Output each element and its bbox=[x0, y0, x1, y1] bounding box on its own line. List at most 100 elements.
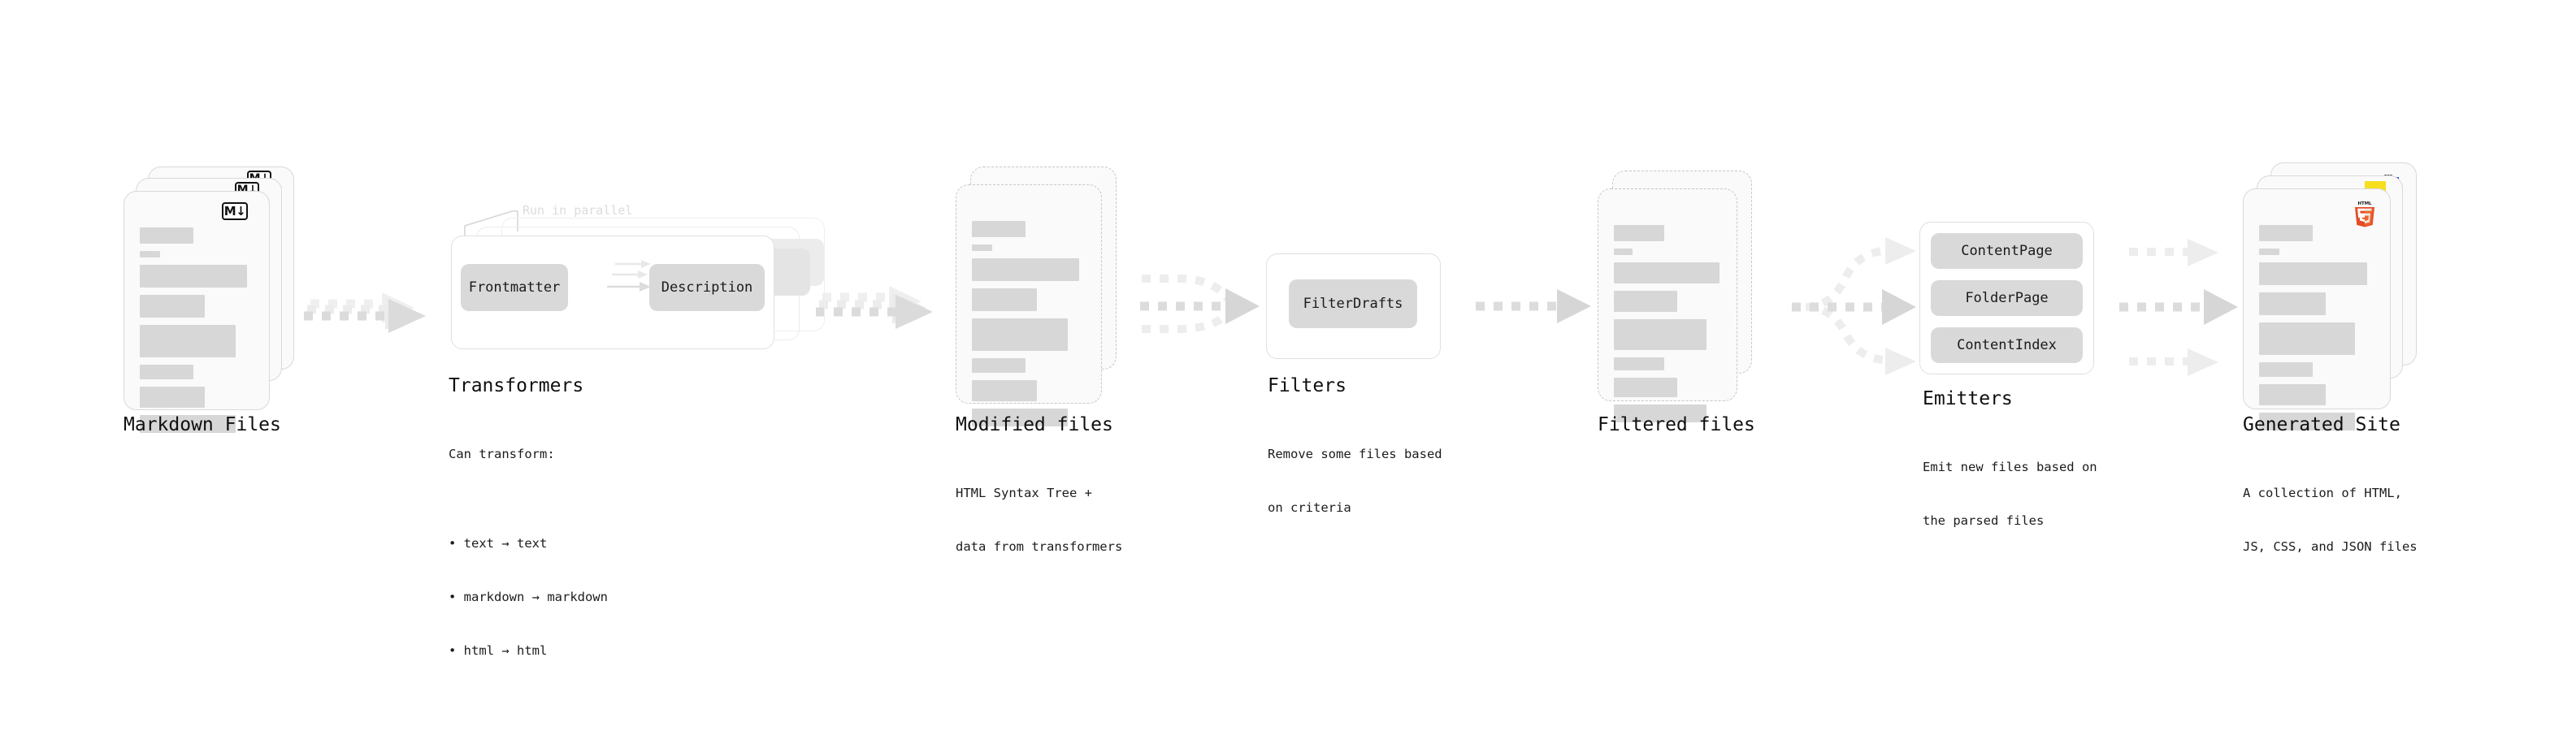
generated-site-caption-line: JS, CSS, and JSON files bbox=[2243, 539, 2418, 554]
conn-transformers-to-modified bbox=[816, 286, 933, 329]
markdown-badge-front: M↓ bbox=[222, 202, 248, 220]
placeholder-bar bbox=[140, 365, 193, 379]
filters-pill-filterdrafts-label: FilterDrafts bbox=[1303, 296, 1403, 312]
conn-filters-to-filtered bbox=[1476, 289, 1591, 323]
modified-doc-placeholder-lines bbox=[972, 221, 1086, 434]
run-in-parallel-label: Run in parallel bbox=[523, 203, 633, 218]
filters-caption-line: on criteria bbox=[1268, 500, 1351, 515]
placeholder-bar bbox=[140, 295, 205, 318]
placeholder-bar bbox=[972, 358, 1026, 373]
modified-files-caption: HTML Syntax Tree + data from transformer… bbox=[956, 448, 1122, 591]
placeholder-bar bbox=[1614, 378, 1677, 397]
html5-logo-icon: HTML bbox=[2355, 201, 2374, 227]
filtered-doc-placeholder-lines bbox=[1614, 225, 1721, 430]
placeholder-bar bbox=[2259, 292, 2326, 315]
placeholder-bar bbox=[972, 221, 1026, 237]
modified-doc-front bbox=[956, 184, 1102, 426]
placeholder-bar bbox=[1614, 262, 1720, 283]
placeholder-bar bbox=[2259, 362, 2313, 377]
transformers-caption-item: text → text bbox=[449, 534, 608, 552]
stage-emitters: ContentPage FolderPage ContentIndex bbox=[1919, 222, 2094, 374]
stage-filtered-files bbox=[1598, 171, 1760, 422]
stage-transformers: Run in parallel Frontmatter bbox=[443, 195, 825, 357]
filtered-doc-front bbox=[1598, 188, 1737, 422]
conn-emitters-to-site bbox=[2119, 239, 2238, 376]
filters-caption-line: Remove some files based bbox=[1268, 447, 1442, 461]
html5-badge: HTML bbox=[2353, 199, 2377, 227]
conn-md-to-transformers bbox=[304, 292, 426, 333]
emitters-pill-contentpage[interactable]: ContentPage bbox=[1931, 233, 2083, 269]
placeholder-bar bbox=[972, 244, 992, 251]
markdown-doc-placeholder-lines bbox=[140, 227, 254, 440]
placeholder-bar bbox=[2259, 262, 2367, 285]
placeholder-bar bbox=[2259, 413, 2355, 430]
transformers-pill-frontmatter-label: Frontmatter bbox=[468, 279, 561, 296]
transformers-pill-frontmatter[interactable]: Frontmatter bbox=[461, 264, 568, 311]
markdown-doc-stack: M↓ M↓ M↓ bbox=[124, 167, 294, 433]
conn-filtered-to-emitters bbox=[1792, 237, 1916, 375]
emitters-pill-contentindex-label: ContentIndex bbox=[1957, 337, 2057, 353]
placeholder-bar bbox=[1614, 291, 1677, 312]
placeholder-bar bbox=[140, 387, 205, 408]
placeholder-bar bbox=[140, 251, 160, 257]
filters-pill-filterdrafts[interactable]: FilterDrafts bbox=[1289, 279, 1417, 328]
generated-site-placeholder-lines bbox=[2259, 225, 2374, 438]
stage-filters: FilterDrafts bbox=[1266, 253, 1441, 359]
placeholder-bar bbox=[1614, 357, 1664, 370]
emitters-pill-folderpage[interactable]: FolderPage bbox=[1931, 280, 2083, 316]
placeholder-bar bbox=[140, 325, 236, 357]
generated-site-title: Generated Site bbox=[2243, 414, 2400, 435]
placeholder-bar bbox=[972, 258, 1079, 281]
placeholder-bar bbox=[2259, 322, 2355, 355]
placeholder-bar bbox=[972, 409, 1068, 426]
transformers-caption-item: html → html bbox=[449, 642, 608, 660]
modified-files-caption-line: data from transformers bbox=[956, 539, 1123, 554]
placeholder-bar bbox=[972, 288, 1037, 311]
transformers-caption-lead: Can transform: bbox=[449, 447, 555, 461]
placeholder-bar bbox=[140, 415, 236, 433]
emitters-pill-folderpage-label: FolderPage bbox=[1965, 290, 2049, 306]
stage-generated-site: CSS HTML bbox=[2243, 162, 2418, 430]
placeholder-bar bbox=[972, 318, 1068, 351]
emitters-caption-line: Emit new files based on bbox=[1923, 460, 2097, 474]
placeholder-bar bbox=[1614, 319, 1706, 350]
placeholder-bar bbox=[2259, 249, 2279, 255]
conn-modified-to-filters bbox=[1140, 275, 1260, 333]
transformers-caption: Can transform: text → text markdown → ma… bbox=[449, 409, 608, 731]
placeholder-bar bbox=[972, 380, 1037, 401]
emitters-title: Emitters bbox=[1923, 388, 2013, 409]
emitters-pill-contentindex[interactable]: ContentIndex bbox=[1931, 327, 2083, 363]
transformers-pill-description[interactable]: Description bbox=[649, 264, 765, 311]
placeholder-bar bbox=[1614, 249, 1633, 255]
modified-files-caption-line: HTML Syntax Tree + bbox=[956, 486, 1092, 500]
generated-site-caption: A collection of HTML, JS, CSS, and JSON … bbox=[2243, 448, 2418, 591]
modified-files-title: Modified files bbox=[956, 414, 1113, 435]
placeholder-bar bbox=[140, 227, 193, 244]
transformers-caption-list: text → text markdown → markdown html → h… bbox=[449, 499, 608, 695]
emitters-caption: Emit new files based on the parsed files bbox=[1923, 422, 2097, 565]
placeholder-bar bbox=[140, 265, 247, 288]
transformers-pill-description-label: Description bbox=[661, 279, 753, 296]
markdown-doc-front: M↓ bbox=[124, 191, 270, 433]
pipeline-diagram: M↓ M↓ M↓ bbox=[0, 0, 2576, 681]
generated-site-doc-stack: CSS HTML bbox=[2243, 162, 2418, 430]
transformers-title: Transformers bbox=[449, 375, 584, 396]
html5-badge-wordmark: HTML bbox=[2358, 201, 2373, 206]
generated-site-caption-line: A collection of HTML, bbox=[2243, 486, 2402, 500]
filtered-files-title: Filtered files bbox=[1598, 414, 1755, 435]
markdown-files-title: Markdown Files bbox=[124, 414, 281, 435]
filtered-doc-stack bbox=[1598, 171, 1760, 422]
placeholder-bar bbox=[2259, 384, 2326, 405]
modified-doc-stack bbox=[956, 167, 1118, 426]
filters-title: Filters bbox=[1268, 375, 1347, 396]
stage-markdown-files: M↓ M↓ M↓ bbox=[124, 167, 294, 433]
placeholder-bar bbox=[2259, 225, 2313, 241]
placeholder-bar bbox=[1614, 225, 1664, 241]
placeholder-bar bbox=[1614, 404, 1706, 422]
generated-site-doc-front: HTML bbox=[2243, 188, 2391, 430]
emitters-pill-contentpage-label: ContentPage bbox=[1961, 243, 2053, 259]
stage-modified-files bbox=[956, 167, 1118, 426]
transformers-caption-item: markdown → markdown bbox=[449, 588, 608, 606]
filters-caption: Remove some files based on criteria bbox=[1268, 409, 1442, 552]
emitters-caption-line: the parsed files bbox=[1923, 513, 2045, 528]
